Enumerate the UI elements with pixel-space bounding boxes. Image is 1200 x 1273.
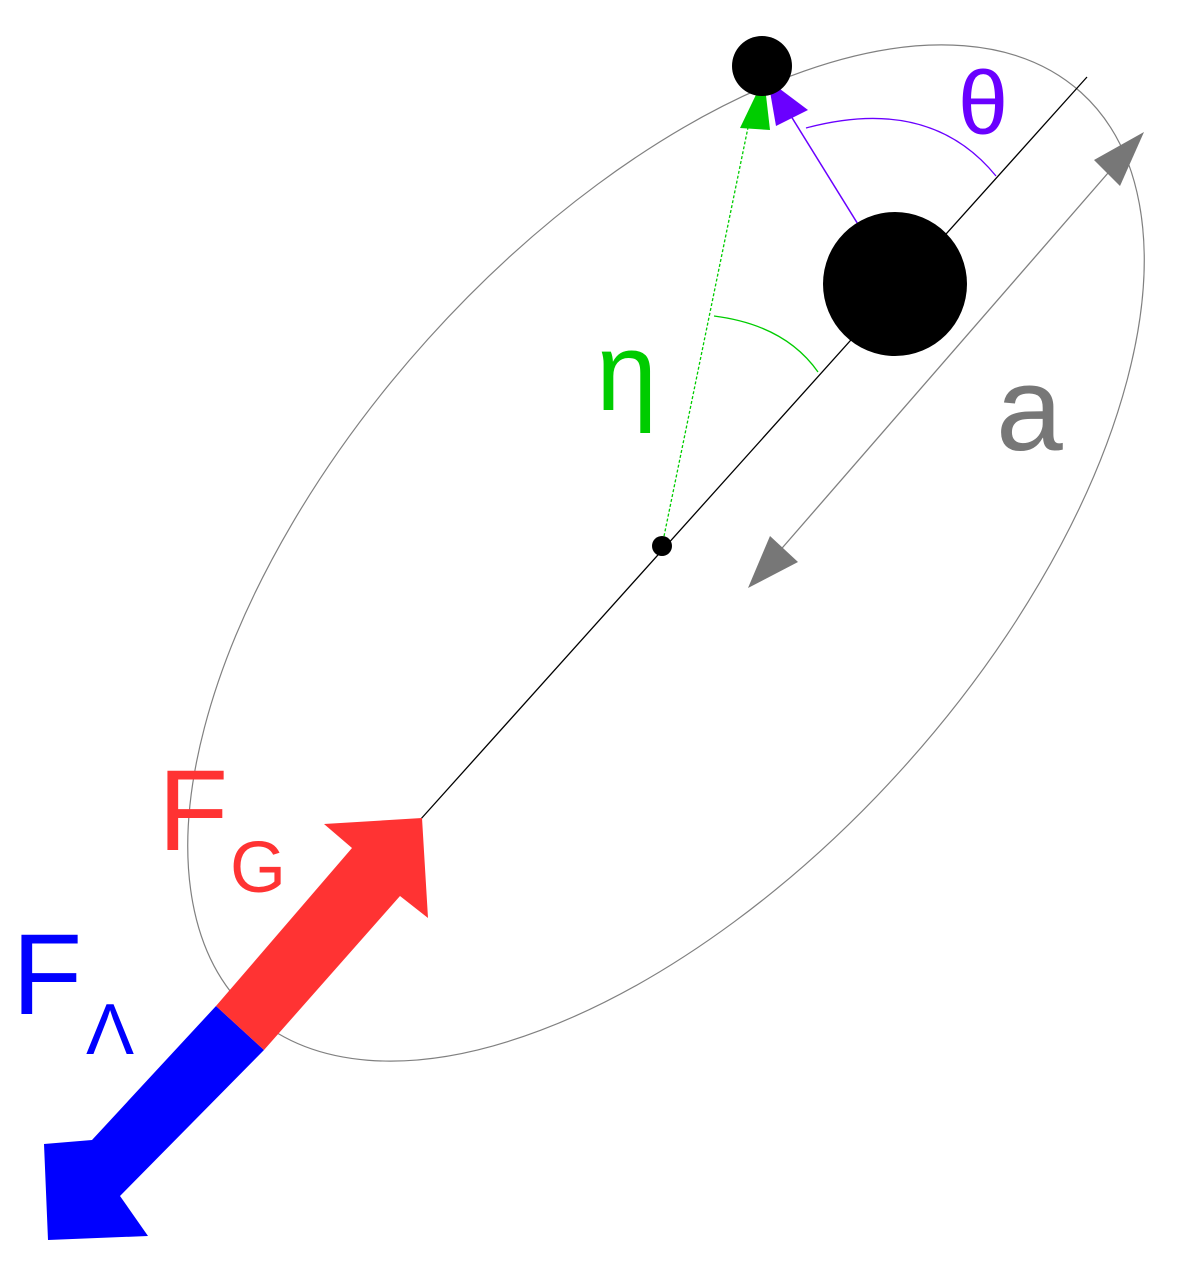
major-axis-line	[419, 76, 1088, 821]
force-lambda-label: F Λ	[12, 911, 134, 1070]
theta-arrowhead	[768, 80, 808, 126]
central-mass	[823, 212, 967, 356]
force-lambda-symbol: F	[12, 911, 82, 1039]
force-gravity-label: F G	[158, 747, 286, 908]
theta-label: θ	[958, 54, 1008, 154]
semi-major-axis-arrowhead-top	[1094, 132, 1144, 186]
eta-label: η	[596, 311, 657, 434]
force-gravity-arrow	[216, 818, 428, 1050]
orbit-center-point	[652, 536, 672, 556]
semi-major-axis-dimension-line	[769, 149, 1129, 563]
eta-vector	[661, 107, 753, 547]
eta-angle-arc	[713, 315, 819, 373]
semi-major-axis-label: a	[996, 342, 1063, 476]
force-gravity-subscript: G	[230, 828, 286, 908]
theta-angle-arc	[805, 117, 997, 177]
force-lambda-subscript: Λ	[86, 990, 134, 1070]
force-lambda-arrow	[44, 1006, 264, 1240]
force-gravity-symbol: F	[158, 747, 228, 875]
orbiting-body	[732, 36, 792, 96]
semi-major-axis-arrowhead-bottom	[748, 536, 798, 588]
